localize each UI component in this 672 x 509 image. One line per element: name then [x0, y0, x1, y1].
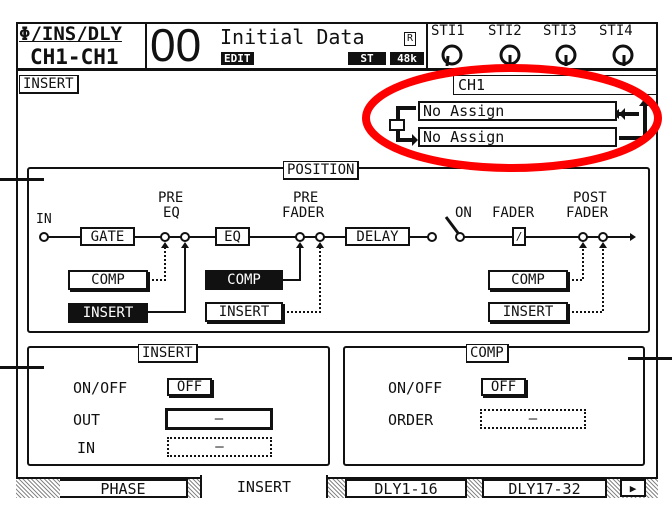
fader-icon: /: [512, 227, 526, 246]
comp-order-label: ORDER: [388, 411, 434, 429]
insert-post-fader-button[interactable]: INSERT: [488, 302, 568, 322]
on-label: ON: [455, 205, 472, 221]
in-label: IN: [36, 212, 52, 227]
tick-mark: [0, 366, 44, 369]
node: [578, 232, 588, 242]
tab-dly1-16[interactable]: DLY1-16: [345, 479, 467, 498]
r-badge: R: [404, 32, 416, 46]
divider: [426, 22, 428, 69]
position-title: POSITION: [283, 161, 360, 180]
insert-onoff-button[interactable]: OFF: [167, 378, 212, 396]
comp-panel-title: COMP: [466, 344, 509, 363]
insert-in-field[interactable]: –: [167, 437, 272, 457]
section-label: INSERT: [19, 75, 79, 94]
pre-fader-label: FADER: [282, 205, 325, 221]
assign-out-field[interactable]: No Assign: [418, 101, 617, 121]
post-fader-label: POST: [573, 190, 607, 206]
gate-block: GATE: [80, 227, 135, 246]
red-annotation-circle: [362, 64, 662, 172]
st-knob-label: STI3: [543, 23, 577, 39]
comp-pre-eq-button[interactable]: COMP: [68, 270, 148, 290]
tick-mark: [628, 357, 672, 360]
st-knob-label: STI4: [599, 23, 633, 39]
page-name: Φ/INS/DLY: [19, 23, 122, 45]
insert-in-label: IN: [77, 439, 96, 457]
channel-range[interactable]: CH1-CH1: [30, 45, 119, 69]
channel-select[interactable]: CH1: [453, 75, 656, 95]
divider: [145, 22, 147, 69]
fs-badge: 48k: [390, 52, 424, 65]
edit-badge: EDIT: [221, 52, 254, 65]
insert-route-icon: [389, 106, 418, 146]
tab-phase[interactable]: PHASE: [60, 479, 188, 498]
pre-eq-label: EQ: [163, 205, 180, 221]
node: [180, 232, 190, 242]
insert-panel-title: INSERT: [138, 344, 198, 363]
comp-onoff-label: ON/OFF: [388, 379, 443, 397]
insert-out-field[interactable]: –: [165, 408, 273, 430]
eq-block: EQ: [215, 227, 250, 246]
comp-panel: [343, 346, 645, 466]
tab-insert[interactable]: INSERT: [200, 475, 328, 498]
node: [315, 232, 325, 242]
comp-post-fader-button[interactable]: COMP: [488, 270, 568, 290]
insert-pre-eq-button[interactable]: INSERT: [68, 303, 148, 323]
comp-pre-fader-button[interactable]: COMP: [205, 270, 283, 290]
fader-label: FADER: [492, 205, 535, 221]
assign-in-field[interactable]: No Assign: [418, 127, 617, 147]
comp-onoff-button[interactable]: OFF: [481, 378, 526, 396]
st-knob-label: STI1: [431, 23, 465, 39]
insert-onoff-label: ON/OFF: [73, 379, 128, 397]
comp-order-field[interactable]: –: [480, 409, 586, 429]
node: [455, 232, 465, 242]
next-page-arrow-icon[interactable]: ▶: [620, 479, 646, 497]
node: [39, 232, 49, 242]
scene-title: Initial Data: [220, 25, 365, 49]
delay-block: DELAY: [345, 227, 410, 246]
node: [427, 232, 437, 242]
insert-out-label: OUT: [73, 411, 101, 429]
st-badge: ST: [348, 52, 386, 65]
insert-pre-fader-button[interactable]: INSERT: [205, 302, 283, 322]
scene-number: 00: [150, 19, 202, 71]
tab-dly17-32[interactable]: DLY17-32: [482, 479, 607, 498]
node: [598, 232, 608, 242]
tick-mark: [0, 178, 44, 181]
st-knob-label: STI2: [488, 23, 522, 39]
node: [295, 232, 305, 242]
pre-fader-label: PRE: [293, 190, 319, 206]
knob-icon: [441, 44, 463, 66]
node: [160, 232, 170, 242]
pre-eq-label: PRE: [158, 190, 184, 206]
post-fader-label: FADER: [566, 205, 609, 221]
header: [16, 22, 658, 71]
